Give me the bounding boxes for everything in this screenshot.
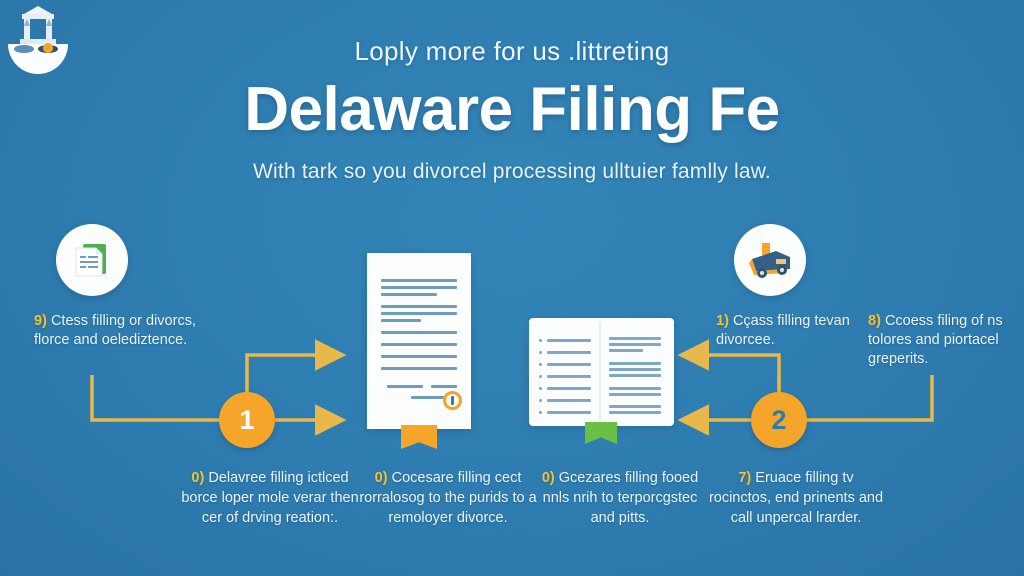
bottom-caption-3-number: 0) (541, 470, 555, 486)
caption-court-text: Ccoess filing of ns tolores and piortace… (868, 313, 1003, 367)
bottom-caption-4: 7) Eruace filling tv rocinctos, end prin… (706, 468, 886, 528)
bottom-caption-3-text: Gcezares filling fooed nnls nrih to terp… (542, 470, 699, 526)
book-pages (529, 318, 674, 426)
bottom-caption-4-text: Eruace filling tv rocinctos, end prinent… (708, 470, 884, 526)
truck-icon (734, 224, 806, 296)
legal-document-icon (367, 253, 471, 449)
bottom-caption-1-text: Delavree filling ictlced borce loper mol… (181, 470, 359, 526)
bottom-caption-2-number: 0) (374, 470, 388, 486)
bottom-caption-2-text: Cocesare filling cect rorralosog to the … (359, 470, 537, 526)
bottom-caption-3: 0) Gcezares filling fooed nnls nrih to t… (530, 468, 710, 528)
documents-icon (56, 224, 128, 296)
courthouse-scales-icon (0, 0, 1024, 83)
bottom-caption-4-number: 7) (738, 470, 752, 486)
caption-left-text: Ctess filling or divorcs, florce and oel… (34, 313, 196, 348)
caption-truck: 1) Cçass filling tevan divorcee. (716, 312, 866, 350)
caption-left-number: 9) (34, 313, 47, 329)
bottom-caption-1-number: 0) (191, 470, 205, 486)
bottom-caption-2: 0) Cocesare filling cect rorralosog to t… (358, 468, 538, 528)
eyebrow-text: Loply more for us .littreting (354, 36, 670, 66)
book-spine (599, 322, 601, 422)
caption-court-number: 8) (868, 313, 881, 329)
caption-left: 9) Ctess filling or divorcs, florce and … (34, 312, 199, 350)
bottom-caption-1: 0) Delavree filling ictlced borce loper … (180, 468, 360, 528)
caption-court: 8) Ccoess filing of ns tolores and piort… (868, 312, 1018, 369)
caption-truck-text: Cçass filling tevan divorcee. (716, 313, 850, 348)
page-subtitle: With tark so you divorcel processing ull… (253, 160, 771, 183)
page-title: Delaware Filing Fe (244, 75, 780, 144)
caption-truck-number: 1) (716, 313, 729, 329)
step-circle-1-label: 1 (239, 404, 255, 435)
step-circle-1[interactable]: 1 (219, 392, 275, 448)
ribbon-icon (585, 422, 617, 444)
open-book-icon (529, 318, 674, 446)
step-circle-2-label: 2 (771, 404, 787, 435)
step-circle-2[interactable]: 2 (751, 392, 807, 448)
seal-icon (443, 391, 462, 410)
